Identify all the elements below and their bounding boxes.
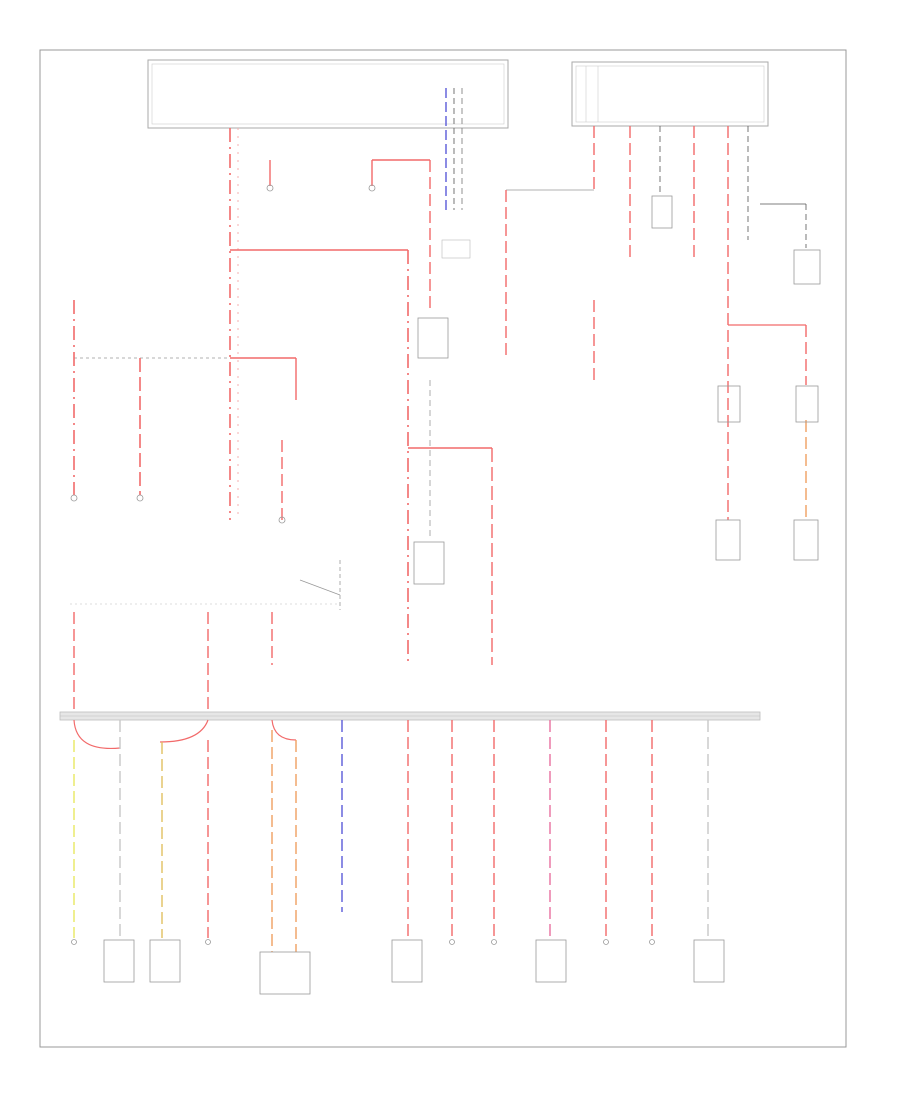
bottom-components	[71, 939, 725, 995]
main-feed-wires	[73, 88, 493, 665]
engine-fuse-box	[147, 59, 509, 129]
lower-bus-feeds	[73, 612, 273, 712]
lower-bus-drops	[73, 719, 709, 952]
right-feed-wires	[505, 126, 821, 561]
left-components	[70, 184, 471, 610]
diagram-frame	[39, 49, 847, 1048]
instrument-panel-fuse-bus	[59, 711, 761, 721]
battery-fuse-box	[571, 61, 769, 127]
